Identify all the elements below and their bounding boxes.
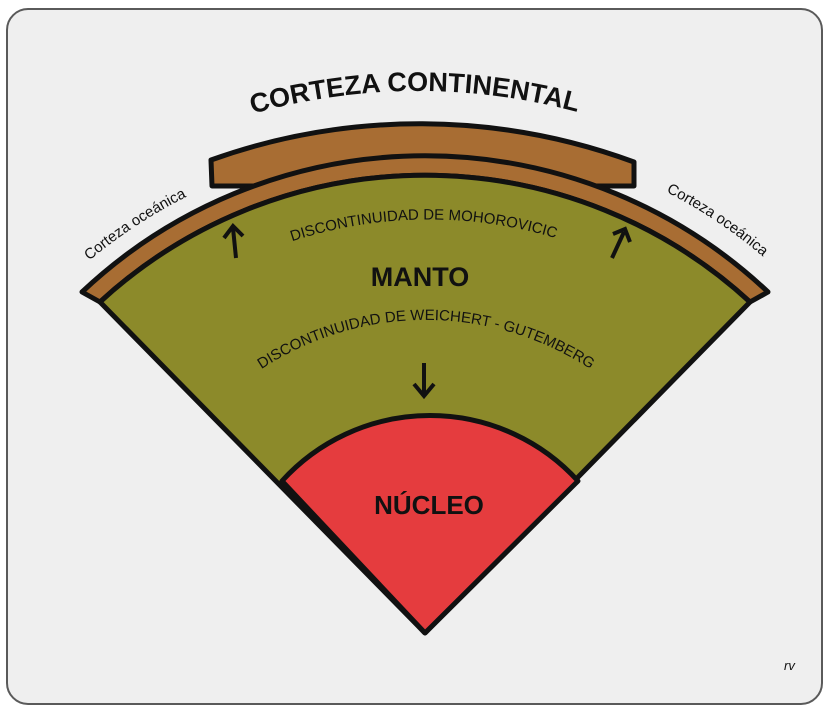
mantle-label: MANTO bbox=[371, 262, 470, 292]
moho-arrow-left bbox=[222, 222, 245, 259]
continental-crust-label: CORTEZA CONTINENTAL bbox=[246, 67, 583, 120]
core-label: NÚCLEO bbox=[374, 490, 484, 520]
moho-arrow-right bbox=[610, 226, 632, 259]
gutenberg-arrow-down bbox=[412, 363, 436, 400]
mantle bbox=[97, 172, 753, 636]
core bbox=[279, 413, 581, 636]
signature: rv bbox=[784, 658, 796, 673]
